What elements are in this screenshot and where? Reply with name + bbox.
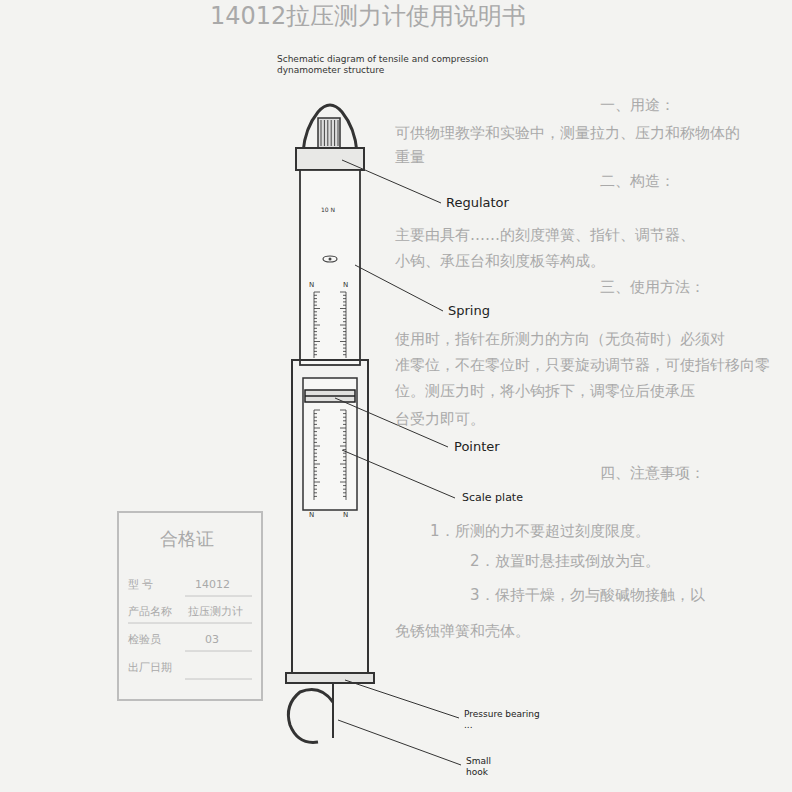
manual-title: 14012拉压测力计使用说明书: [210, 2, 526, 31]
hook-rod: [332, 683, 334, 738]
part-label: Scale plate: [462, 491, 523, 504]
pointer: [305, 390, 355, 402]
scale-unit: 10 N: [321, 206, 335, 213]
manual-text: 可供物理教学和实验中，测量拉力、压力和称物体的: [395, 124, 740, 142]
manual-text: 1．所测的力不要超过刻度限度。: [430, 522, 650, 540]
manual-text: 台受力即可。: [395, 410, 485, 428]
scale-unit: N: [309, 281, 314, 289]
manual-text: 主要由具有……的刻度弹簧、指针、调节器、: [395, 226, 695, 244]
logo-dot: [329, 258, 332, 261]
scale-unit: N: [343, 281, 348, 289]
scale-unit: N: [343, 511, 348, 519]
hanging-ring: [303, 105, 357, 152]
certificate-frame: [118, 512, 262, 700]
certificate-field: 型 号: [128, 578, 154, 591]
pointer-line: [305, 395, 355, 397]
certificate-field: 出厂日期: [128, 661, 172, 674]
part-label: Regulator: [446, 195, 509, 211]
scale-plate: [303, 378, 357, 510]
manual-text: 2．放置时悬挂或倒放为宜。: [470, 552, 660, 570]
part-label: Pointer: [454, 439, 500, 455]
diagram-title: Schematic diagram of tensile and compres…: [277, 54, 517, 77]
scale-ticks: [314, 292, 346, 500]
certificate-value: 14012: [195, 578, 230, 591]
section-heading: 三、使用方法：: [600, 278, 705, 296]
manual-text: 小钩、承压台和刻度板等构成。: [395, 252, 605, 270]
scale-unit: N: [309, 511, 314, 519]
section-heading: 四、注意事项：: [600, 464, 705, 482]
manual-text: 位。测压力时，将小钩拆下，调零位后使承压: [395, 382, 695, 400]
logo-mark: [323, 256, 337, 262]
regulator: [318, 118, 340, 148]
certificate-title: 合格证: [160, 528, 214, 550]
regulator-knurling: [321, 120, 338, 146]
certificate-value: 拉压测力计: [188, 605, 243, 618]
leader-lines: [335, 160, 461, 765]
manual-text: 重量: [395, 148, 425, 166]
manual-text: 使用时，指针在所测力的方向（无负荷时）必须对: [395, 330, 725, 348]
small-hook: [288, 690, 333, 743]
certificate-value: 03: [205, 633, 219, 646]
certificate-field: 产品名称: [128, 605, 172, 618]
manual-text: 准零位，不在零位时，只要旋动调节器，可使指针移向零: [395, 356, 770, 374]
part-label: Pressure bearing ...: [464, 709, 542, 731]
pressure-bearing: [286, 673, 374, 683]
part-label: Small hook: [466, 756, 506, 778]
section-heading: 一、用途：: [600, 96, 675, 114]
cap: [296, 148, 364, 170]
certificate-rules: [128, 596, 252, 679]
part-label: Spring: [448, 303, 490, 319]
certificate-field: 检验员: [128, 633, 161, 646]
manual-text: 免锈蚀弹簧和壳体。: [395, 622, 530, 640]
spring-tube: [300, 170, 360, 365]
section-heading: 二、构造：: [600, 172, 675, 190]
manual-text: 3．保持干燥，勿与酸碱物接触，以: [470, 586, 705, 604]
